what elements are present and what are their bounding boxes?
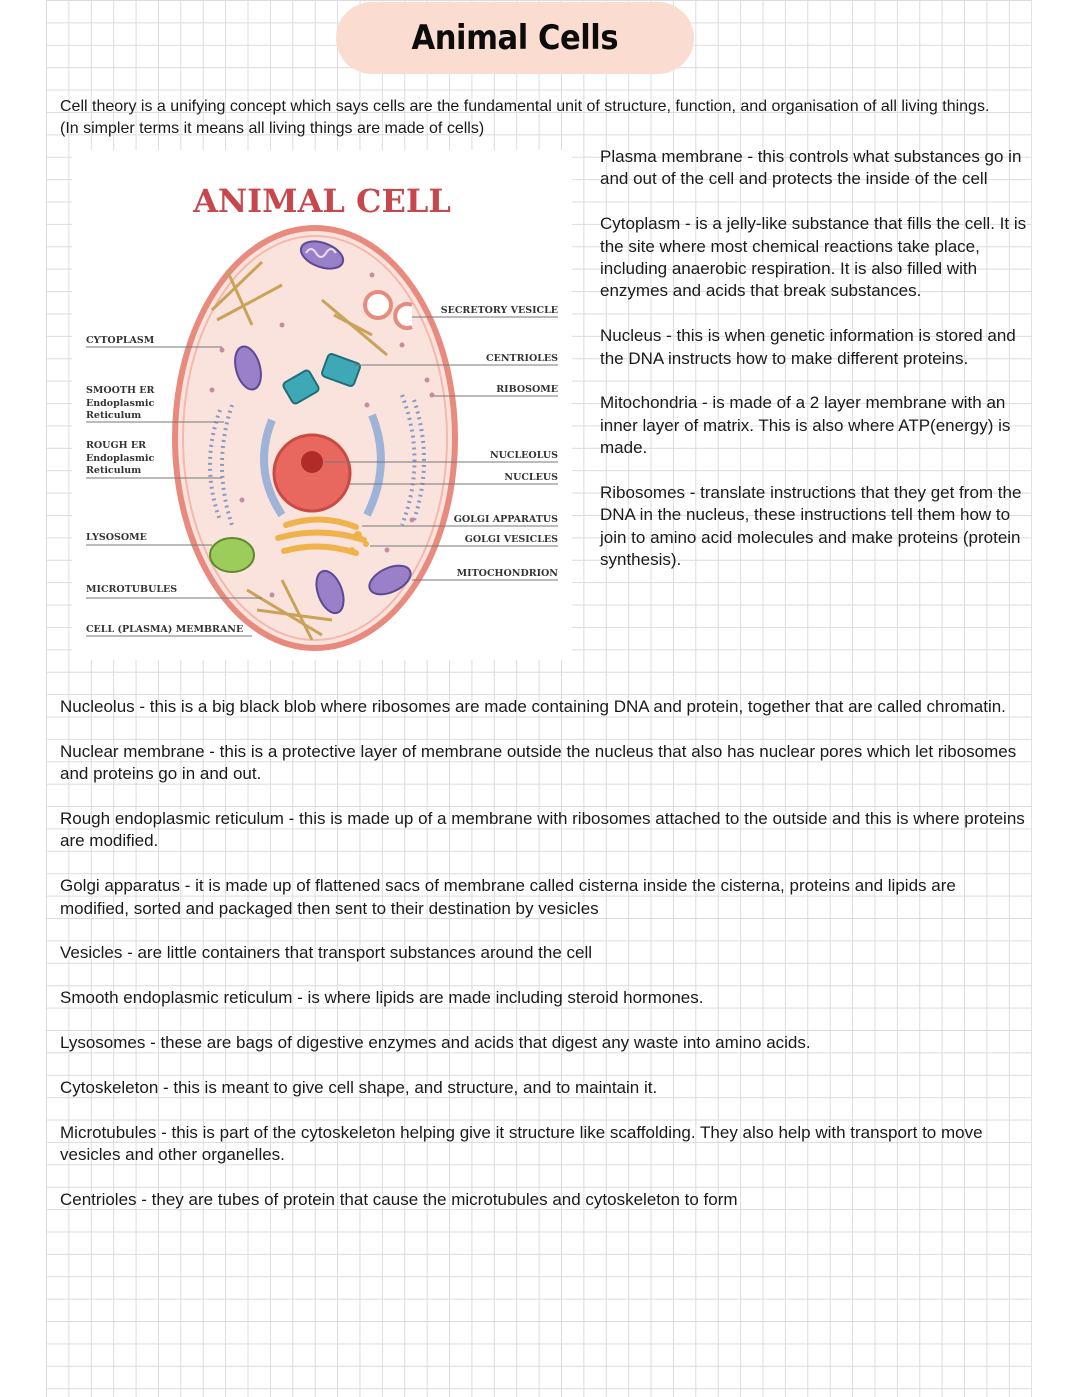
note-mitochondria: Mitochondria - is made of a 2 layer memb… <box>600 393 1011 458</box>
note-nucleus: Nucleus - this is when genetic informati… <box>600 326 1016 368</box>
label-cytoplasm: CYTOPLASM <box>86 335 155 346</box>
note-smooth-er: Smooth endoplasmic reticulum - is where … <box>60 988 704 1008</box>
secretory-vesicle <box>363 290 393 320</box>
leader-lines <box>86 316 558 637</box>
label-rough-er-3: Reticulum <box>86 465 141 476</box>
secretory-vesicle-exit <box>393 302 413 330</box>
animal-cell-svg: ANIMAL CELL <box>86 182 559 651</box>
label-smooth-er-2: Endoplasmic <box>86 398 155 409</box>
note-microtubules: Microtubules - this is part of the cytos… <box>60 1122 983 1164</box>
label-smooth-er: SMOOTH ER <box>86 385 155 396</box>
microtubules-top <box>210 260 388 641</box>
mitochondria <box>234 240 412 615</box>
organelle-notes-right: Plasma membrane - this controls what sub… <box>600 146 1030 594</box>
centrioles <box>282 353 361 405</box>
label-rough-er: ROUGH ER <box>86 440 146 451</box>
label-membrane: CELL (PLASMA) MEMBRANE <box>86 624 243 635</box>
label-nucleolus: NUCLEOLUS <box>490 450 558 461</box>
note-golgi-apparatus: Golgi apparatus - it is made up of flatt… <box>60 876 956 918</box>
note-plasma-membrane: Plasma membrane - this controls what sub… <box>600 147 1022 189</box>
page-right-margin <box>1032 0 1080 1397</box>
diagram-heading: ANIMAL CELL <box>192 182 451 220</box>
label-lysosome: LYSOSOME <box>86 532 147 543</box>
label-golgi-vesicles: GOLGI VESICLES <box>465 534 558 545</box>
organelle-notes-bottom: Nucleolus - this is a big black blob whe… <box>60 696 1025 1234</box>
label-secretory-vesicle: SECRETORY VESICLE <box>441 305 558 316</box>
note-rough-er: Rough endoplasmic reticulum - this is ma… <box>60 809 1025 851</box>
label-ribosome: RIBOSOME <box>496 384 558 395</box>
ribosomes <box>209 272 435 598</box>
note-cytoskeleton: Cytoskeleton - this is meant to give cel… <box>60 1077 658 1097</box>
nucleolus <box>301 451 323 473</box>
lysosome <box>209 537 255 573</box>
note-lysosomes: Lysosomes - these are bags of digestive … <box>60 1033 811 1052</box>
label-smooth-er-3: Reticulum <box>86 410 141 421</box>
note-nuclear-membrane: Nuclear membrane - this is a protective … <box>60 741 1017 784</box>
note-vesicles: Vesicles - are little containers that tr… <box>60 943 593 963</box>
note-cytoplasm: Cytoplasm - is a jelly-like substance th… <box>600 214 1027 301</box>
page-left-margin <box>0 0 46 1397</box>
smooth-er <box>260 413 385 518</box>
golgi-vesicles <box>349 531 369 553</box>
label-mitochondrion: MITOCHONDRION <box>457 568 559 579</box>
animal-cell-diagram: ANIMAL CELL <box>72 150 572 660</box>
note-ribosomes: Ribosomes - translate instructions that … <box>600 483 1022 570</box>
label-centrioles: CENTRIOLES <box>486 353 558 364</box>
page-title: Animal Cells <box>411 18 619 58</box>
label-rough-er-2: Endoplasmic <box>86 453 155 464</box>
label-nucleus: NUCLEUS <box>504 472 558 483</box>
note-nucleolus: Nucleolus - this is a big black blob whe… <box>60 697 1006 716</box>
intro-paragraph: Cell theory is a unifying concept which … <box>60 98 990 138</box>
label-golgi-apparatus: GOLGI APPARATUS <box>454 514 558 525</box>
cell-membrane-inner <box>182 235 448 641</box>
note-centrioles: Centrioles - they are tubes of protein t… <box>60 1189 738 1209</box>
label-microtubules: MICROTUBULES <box>86 584 177 595</box>
title-banner: Animal Cells <box>336 2 694 74</box>
